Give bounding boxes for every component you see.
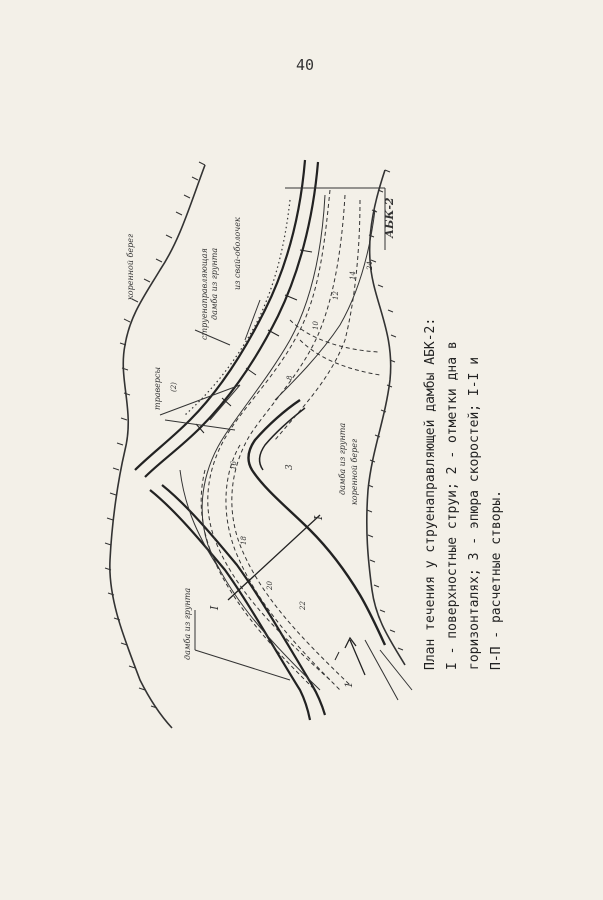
label-iz-svay: из свай-оболочек (233, 217, 242, 290)
contour-mark: 12 (332, 291, 340, 300)
contour-mark: 10 (312, 321, 320, 330)
contour-mark: 20 (266, 581, 274, 591)
page-number: 40 (295, 56, 315, 74)
caption-line-1: План течения у струенаправляющей дамбы А… (423, 317, 438, 670)
spur-dam (247, 399, 387, 646)
contour-mark: 22 (299, 601, 307, 611)
label-korennoy-bereg-left: коренной берег (126, 234, 135, 300)
label-damba-top: дамба из грунта (210, 248, 219, 320)
left-bank-line (109, 164, 206, 729)
label-strujenapravlyayushchaya: струенаправляющая (200, 248, 209, 340)
right-bank-line (365, 169, 406, 666)
label-marker-3: 3 (285, 464, 295, 470)
contour-mark: 18 (240, 536, 248, 545)
label-section-I-right: I (312, 515, 325, 521)
label-korennoy-bereg-right: коренной берег (350, 439, 359, 505)
label-damba-bottom: дамба из грунта (183, 588, 192, 660)
caption-line-4: П-П - расчетные створы. (489, 489, 504, 670)
label-traversy: траверсы (153, 367, 162, 410)
contour-mark: 24 (366, 261, 374, 271)
label-abk: АБК-2 (383, 197, 396, 239)
figure-caption: План течения у струенаправляющей дамбы А… (420, 317, 540, 670)
caption-line-2: I - поверхностные струи; 2 - отметки дна… (445, 341, 460, 670)
contour-mark: 8 (286, 375, 294, 380)
label-damba-right: дамба из грунта (338, 423, 347, 495)
section-line-I (227, 514, 321, 601)
contour-mark: 14 (349, 271, 357, 280)
guide-dam-upper (134, 159, 307, 471)
label-num-1: 1 (344, 682, 355, 688)
label-section-I-left: I (208, 605, 221, 611)
dam-lower-left (149, 489, 312, 721)
caption-line-3: горизонталях; 3 - эпюра скоростей; I-I и (467, 356, 482, 670)
contour-mark: 16 (230, 461, 238, 470)
label-marker-2: (2) (170, 382, 178, 392)
